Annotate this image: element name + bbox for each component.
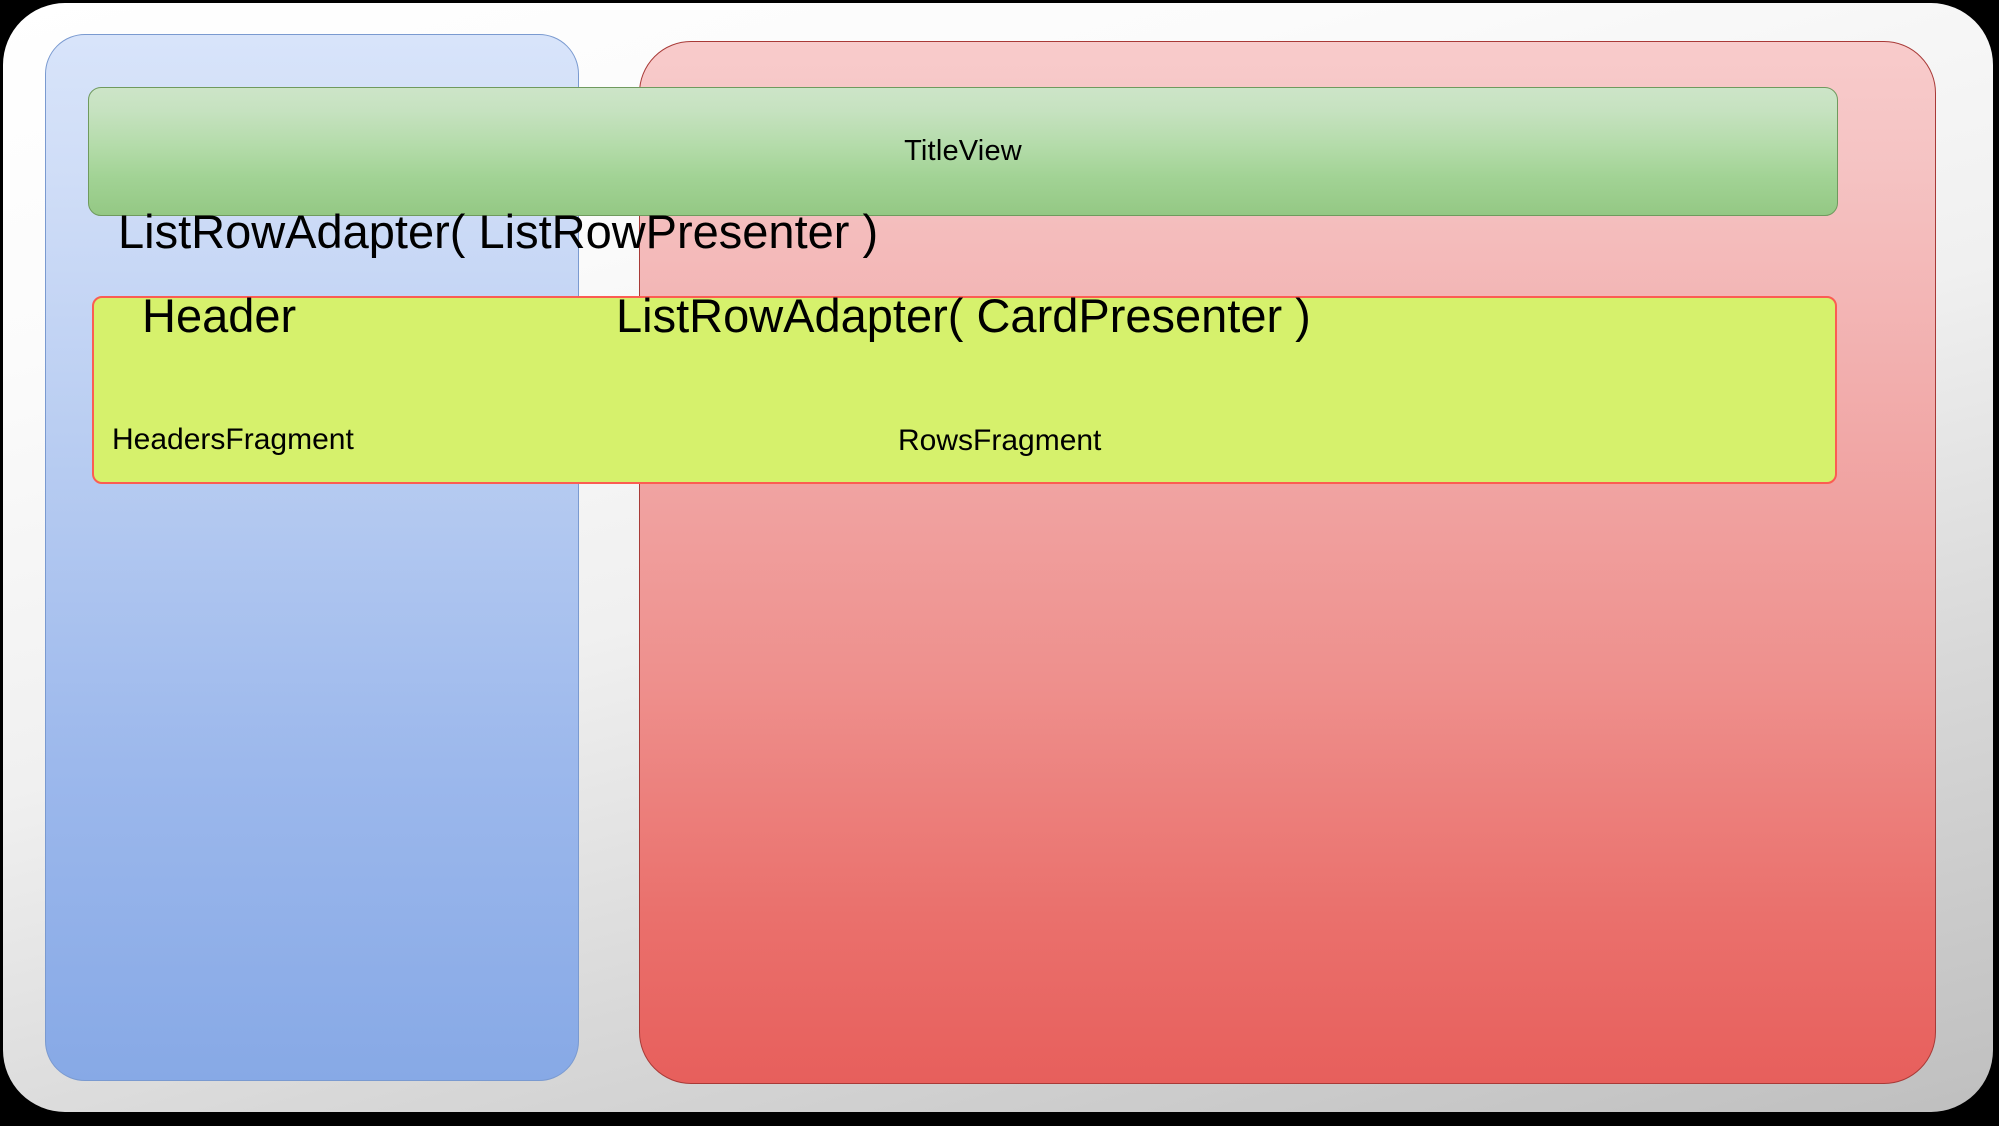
title-view-label: TitleView (904, 135, 1022, 167)
header-label: Header (142, 289, 297, 342)
title-view-bar: TitleView (88, 87, 1838, 216)
list-row-box (92, 296, 1837, 484)
rows-fragment-label: RowsFragment (898, 424, 1102, 457)
headers-fragment-label: HeadersFragment (112, 423, 354, 456)
list-row-adapter-card-presenter-label: ListRowAdapter( CardPresenter ) (616, 289, 1311, 342)
list-row-adapter-list-row-presenter-label: ListRowAdapter( ListRowPresenter ) (118, 205, 879, 258)
